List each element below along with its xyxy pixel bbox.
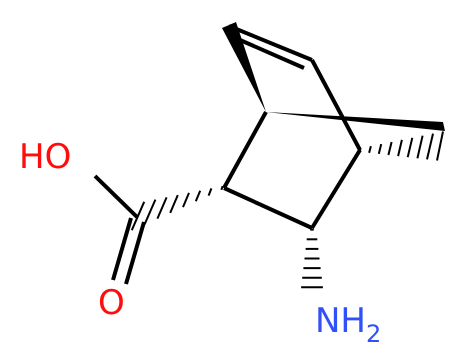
- bond-c6-c5: [228, 24, 313, 62]
- amine-label: NH2: [315, 301, 381, 348]
- carbonyl-oxygen-label: O: [98, 283, 125, 323]
- bond-carboxyl-oh: [93, 174, 139, 219]
- bond-c1-c6-wedge: [222, 22, 266, 112]
- bond-c1-c2: [222, 111, 268, 189]
- amine-label-subscript: 2: [366, 320, 381, 348]
- bond-carboxyl-o-double-a: [111, 217, 133, 281]
- amine-label-main: NH: [315, 301, 366, 341]
- bond-bridge-c4-hash: [358, 131, 444, 161]
- bond-c3-amine-hash: [301, 228, 323, 289]
- hydroxyl-label: HO: [19, 137, 71, 177]
- bond-c2-carboxyl-hash: [130, 185, 224, 231]
- bond-c5-c4: [310, 59, 362, 151]
- bond-carboxyl-o-double-b: [124, 221, 146, 285]
- bond-bridge-c1-wedge: [266, 112, 445, 131]
- bond-c6-c5-inner: [239, 38, 305, 70]
- bond-c2-c3: [223, 186, 313, 230]
- bond-c3-c4: [310, 148, 362, 230]
